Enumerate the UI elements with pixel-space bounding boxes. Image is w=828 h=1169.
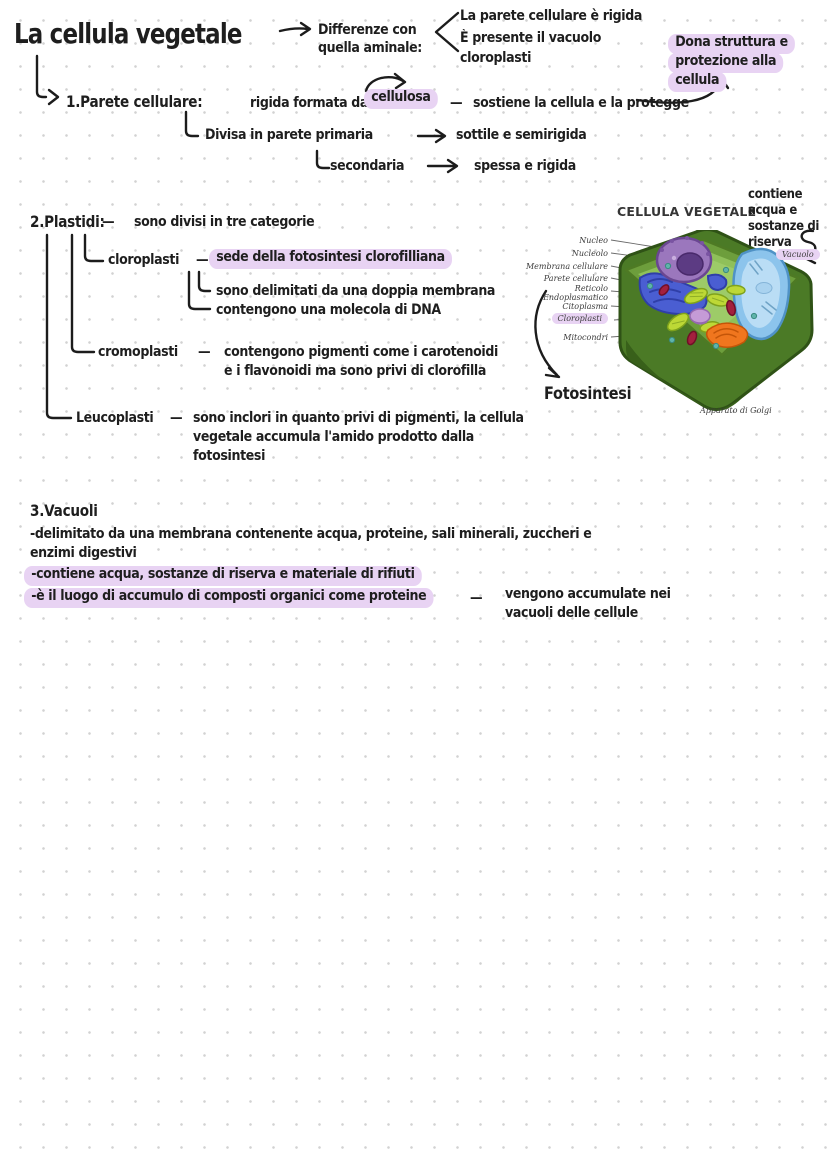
- cromoplasti-line1: contengono pigmenti come i carotenoidi: [224, 344, 498, 360]
- dash: —: [102, 214, 115, 230]
- sostiene-text: sostiene la cellula e la protegge: [473, 95, 689, 111]
- dona-note-line: cellula: [668, 72, 727, 92]
- cloroplasti-sub2: contengono una molecola di DNA: [216, 302, 441, 318]
- vacuole-annotation-line: sostanze di: [748, 219, 820, 234]
- leucoplasti-line2: vegetale accumula l'amido prodotto dalla: [193, 429, 474, 445]
- vacuoli-line2-highlight: -contiene acqua, sostanze di riserva e m…: [24, 566, 422, 586]
- divisa-text: Divisa in parete primaria: [205, 127, 373, 143]
- differenze-label-line2: quella aminale:: [318, 40, 422, 56]
- cell-label-nucleolo: Nucleolo: [571, 249, 608, 258]
- cell-label-endoplasmatico: Endoplasmatico: [543, 293, 608, 302]
- differenze-label-line1: Differenze con: [318, 22, 417, 38]
- cell-label-cloroplasti: Cloroplasti: [488, 313, 608, 324]
- vacuole-annotation-line: riserva: [748, 235, 792, 250]
- cell-label-reticolo: Reticolo: [574, 284, 608, 293]
- cloroplasti-sub-bracket-icon: [187, 270, 212, 311]
- golgi-apparatus: [705, 322, 749, 348]
- vacuoli-line1a: -delimitato da una membrana contenente a…: [30, 526, 592, 542]
- dash: —: [170, 410, 183, 426]
- difference-item: La parete cellulare è rigida: [460, 8, 642, 24]
- cell-label-parete: Parete cellulare: [543, 274, 608, 283]
- plastidi-intro: sono divisi in tre categorie: [134, 214, 315, 230]
- vacuole-annotation-line: contiene: [748, 187, 803, 202]
- page-title: La cellula vegetale: [14, 17, 242, 50]
- primaria-arrow-icon: [416, 128, 447, 144]
- dash: —: [196, 252, 209, 268]
- mitochondria: [658, 284, 737, 346]
- cromoplasti-line2: e i flavonoidi ma sono privi di clorofil…: [224, 363, 487, 379]
- cloroplasti-name: cloroplasti: [108, 252, 180, 268]
- cell-label-membrana: Membrana cellulare: [525, 262, 608, 271]
- cell-label-mitocondri: Mitocondri: [563, 333, 608, 342]
- dash: —: [450, 95, 463, 111]
- dash: —: [470, 590, 483, 606]
- vacuoli-line1b: enzimi digestivi: [30, 545, 137, 561]
- section-2-header: 2.Plastidi:: [30, 212, 105, 231]
- cell-label-citoplasma: Citoplasma: [562, 302, 608, 311]
- cromoplasti-name: cromoplasti: [98, 344, 178, 360]
- hand-drawn-connectors: [35, 11, 817, 420]
- cell-label-vacuolo: Vacuolo: [776, 249, 820, 260]
- title-bracket-arrow-icon: [35, 54, 60, 106]
- secondaria-text: secondaria: [330, 158, 405, 174]
- fotosintesi-note: Fotosintesi: [544, 384, 632, 404]
- difference-item: È presente il vacuolo: [460, 30, 602, 46]
- dash: —: [198, 344, 211, 360]
- cellulosa-highlight: cellulosa: [364, 89, 438, 109]
- secondaria-arrow-icon: [426, 158, 459, 174]
- leucoplasti-line1: sono inclori in quanto privi di pigmenti…: [193, 410, 524, 426]
- leucoplasti-name: Leucoplasti: [76, 410, 154, 426]
- left-angle-arrow-icon: [434, 11, 460, 53]
- chloroplasts: [666, 284, 746, 333]
- plastidi-tree-lines-icon: [45, 233, 105, 420]
- vesicle: [689, 308, 711, 324]
- cell-label-golgi: Apparato di Golgi: [700, 406, 772, 415]
- vacuole-annotation-line: acqua e: [748, 203, 797, 218]
- plant-cell-illustration: [618, 230, 814, 411]
- vacuoli-line3-highlight: -è il luogo di accumulo di composti orga…: [24, 588, 434, 608]
- dona-note-line: Dona struttura e: [668, 34, 795, 54]
- fotosintesi-curve-arrow-icon: [534, 289, 561, 379]
- leucoplasti-line3: fotosintesi: [193, 448, 266, 464]
- nucleolus: [676, 252, 704, 276]
- cell-diagram-title: CELLULA VEGETALE: [617, 204, 757, 219]
- primaria-result: sottile e semirigida: [456, 127, 587, 143]
- cell-label-nucleo: Nucleo: [579, 236, 608, 245]
- cellulosa-arc-arrow-icon: [364, 72, 407, 93]
- title-arrow-icon: [278, 21, 312, 37]
- secondaria-result: spessa e rigida: [474, 158, 576, 174]
- section-1-header: 1.Parete cellulare:: [66, 92, 203, 111]
- parete-desc: rigida formata da: [250, 95, 369, 111]
- peroxisome-dots: [646, 262, 758, 350]
- parete-descender-icon: [184, 110, 200, 138]
- vacuoli-note-line2: vacuoli delle cellule: [505, 605, 638, 621]
- cloroplasti-highlight: sede della fotosintesi clorofilliana: [209, 249, 452, 269]
- difference-item: cloroplasti: [460, 50, 532, 66]
- secondaria-bracket-icon: [315, 149, 331, 170]
- dona-note-line: protezione alla: [668, 53, 784, 73]
- vacuoli-note-line1: vengono accumulate nei: [505, 586, 671, 602]
- cloroplasti-sub1: sono delimitati da una doppia membrana: [216, 283, 496, 299]
- section-3-header: 3.Vacuoli: [30, 501, 98, 520]
